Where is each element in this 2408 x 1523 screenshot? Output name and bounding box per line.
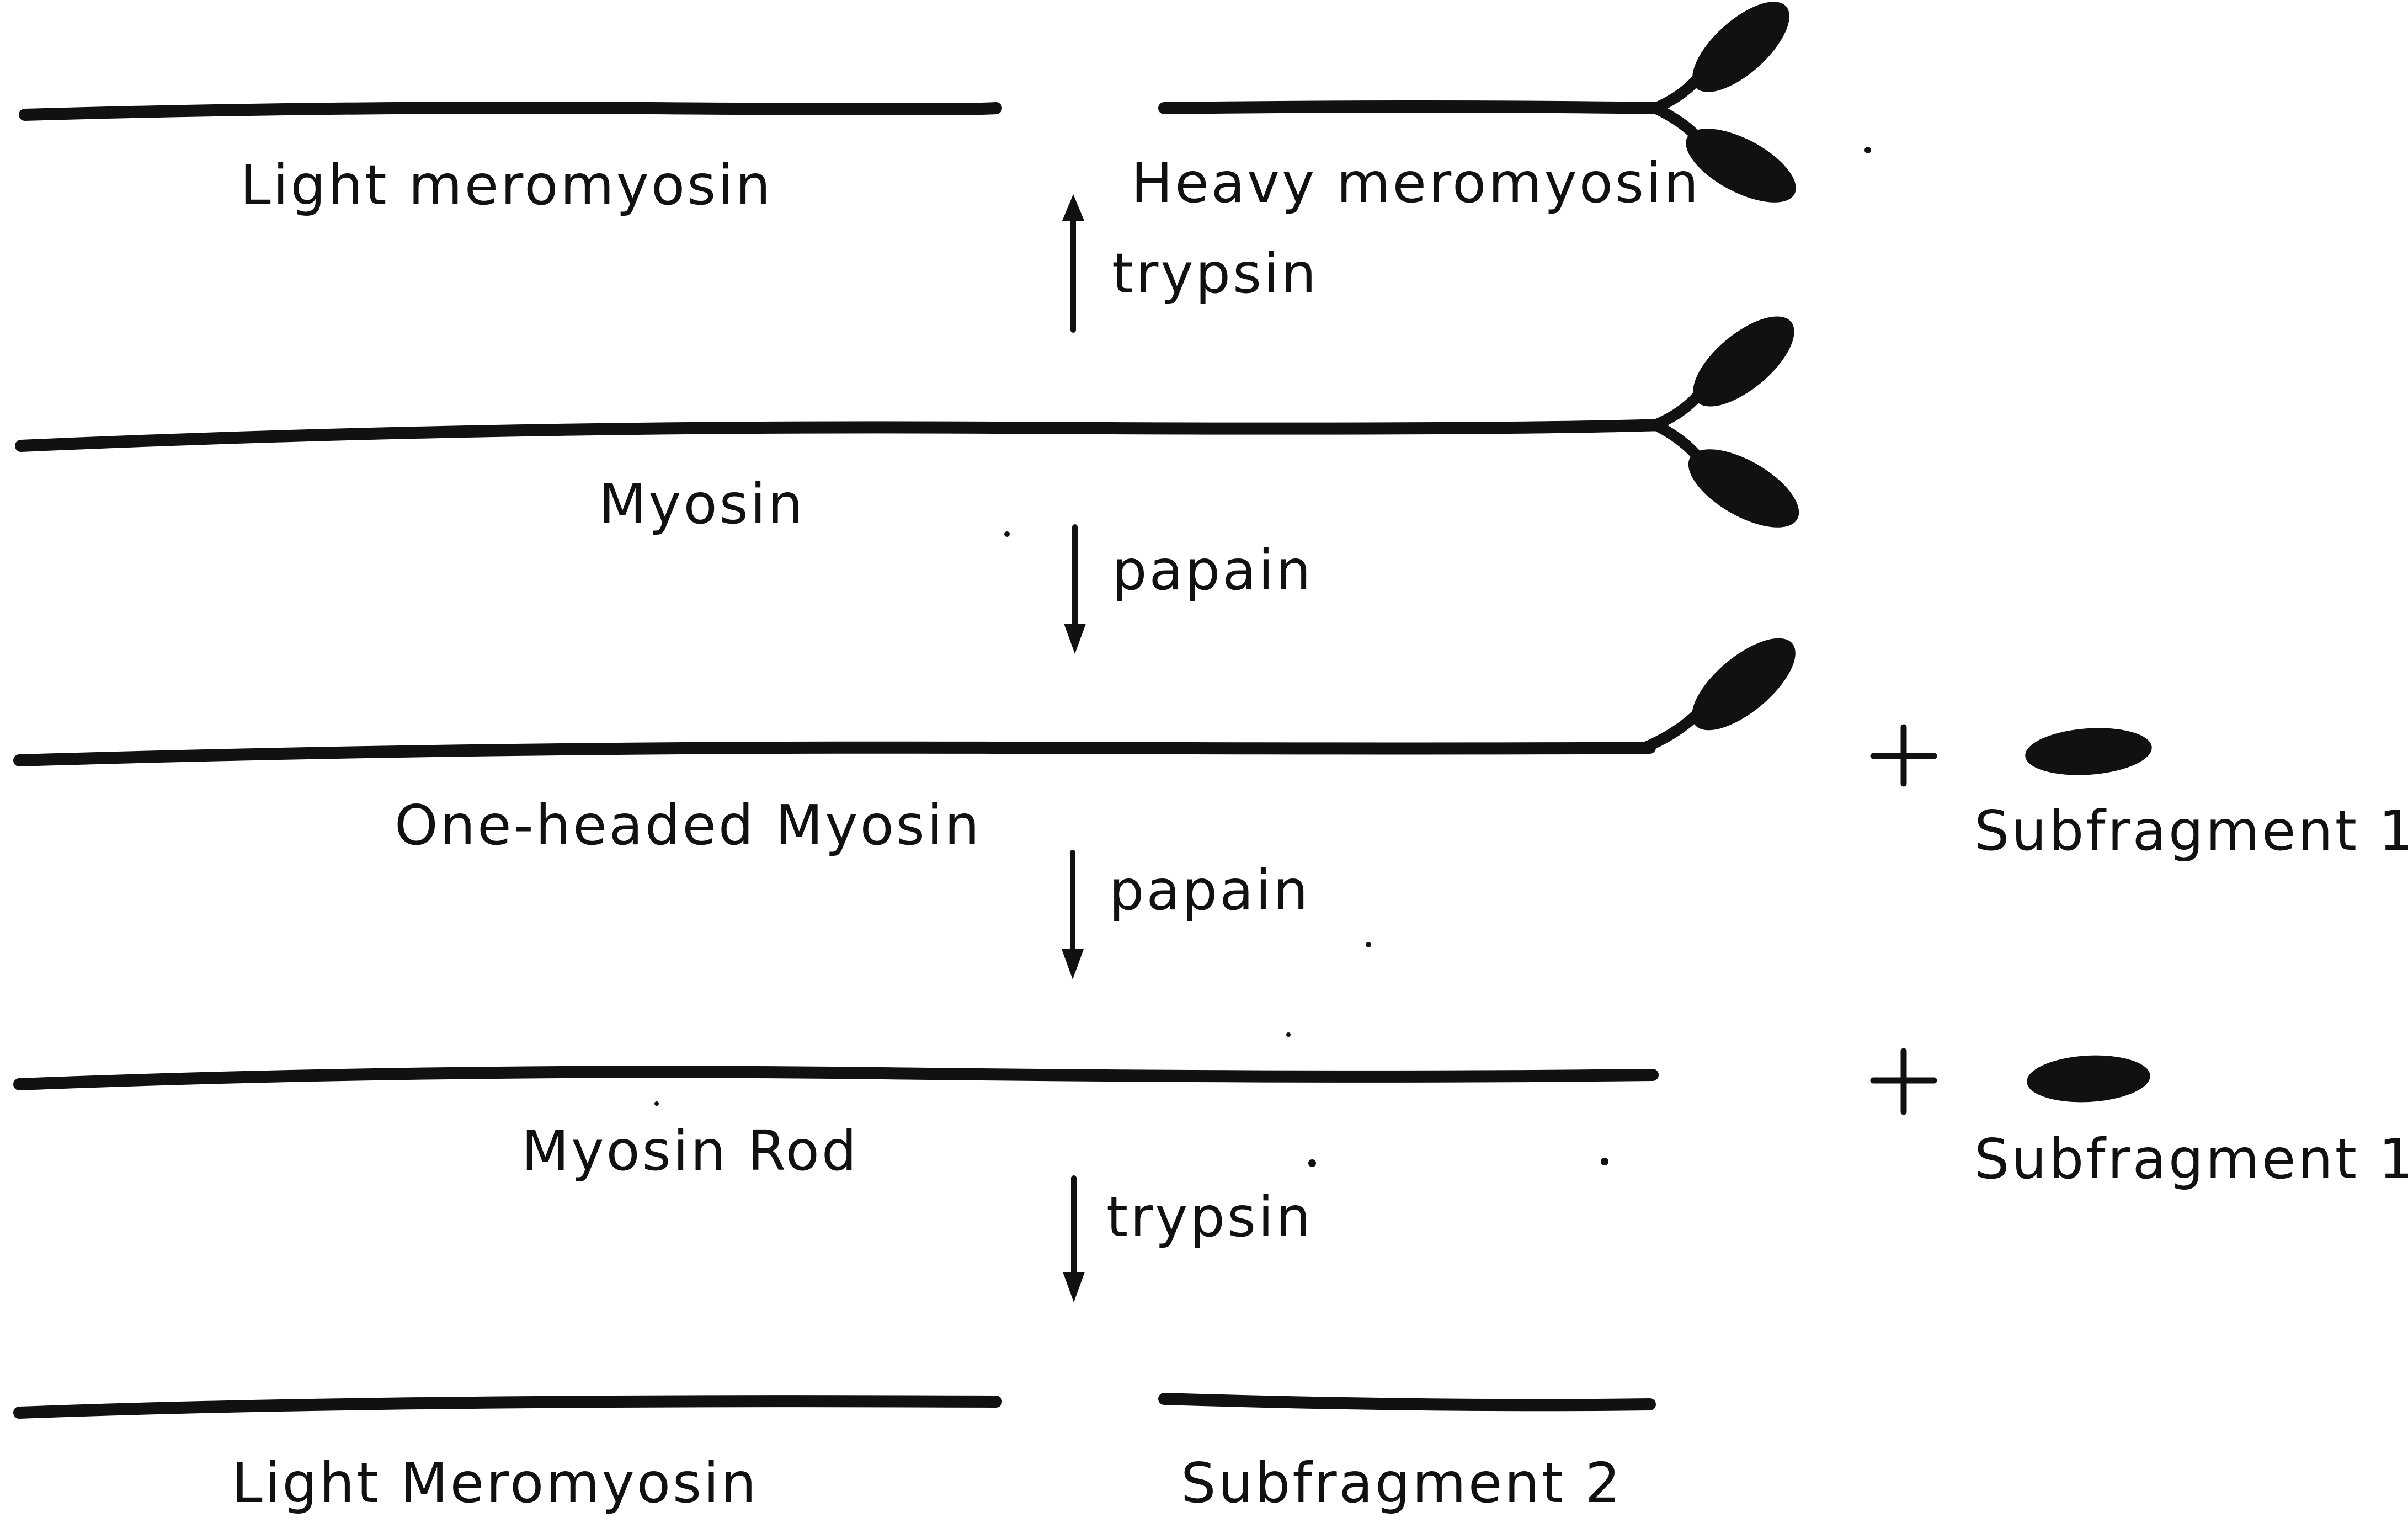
row-one-headed-myosin: One-headed Myosin Subfragment 1 bbox=[19, 622, 2408, 863]
subfragment-2-label: Subfragment 2 bbox=[1181, 1451, 1622, 1515]
light-meromyosin-label: Light meromyosin bbox=[240, 153, 773, 217]
row-trypsin-products: Light meromyosin Heavy meromyosin bbox=[25, 0, 1807, 217]
light-meromyosin-rod bbox=[25, 108, 996, 115]
heavy-meromyosin-label: Heavy meromyosin bbox=[1131, 151, 1701, 215]
row-rod-trypsin-products: Light Meromyosin Subfragment 2 bbox=[19, 1399, 1650, 1515]
myosin-rod-label: Myosin Rod bbox=[521, 1119, 859, 1183]
heavy-meromyosin-rod bbox=[1164, 106, 1661, 108]
one-headed-myosin-neck bbox=[1644, 712, 1700, 748]
trypsin-label-1: trypsin bbox=[1112, 241, 1318, 306]
heavy-meromyosin-head-upper bbox=[1678, 0, 1804, 107]
plus-sign-1 bbox=[1873, 727, 1934, 784]
myosin-head-upper bbox=[1679, 301, 1809, 423]
trypsin-step-2: trypsin bbox=[1063, 1178, 1313, 1302]
subfragment-1-head-b bbox=[2026, 1052, 2151, 1105]
papain-label-2: papain bbox=[1109, 858, 1310, 923]
trypsin-label-2: trypsin bbox=[1106, 1185, 1313, 1249]
down-arrow-head-icon bbox=[1064, 624, 1086, 654]
down-arrow-head-icon bbox=[1062, 949, 1084, 979]
light-meromyosin-label-bottom: Light Meromyosin bbox=[232, 1451, 758, 1515]
plus-sign-2 bbox=[1873, 1051, 1934, 1112]
down-arrow-head-icon bbox=[1063, 1272, 1085, 1302]
up-arrow-head-icon bbox=[1062, 194, 1084, 221]
one-headed-myosin-label: One-headed Myosin bbox=[395, 793, 982, 858]
light-meromyosin-rod-bottom bbox=[19, 1401, 996, 1413]
subfragment-2-rod bbox=[1164, 1399, 1650, 1405]
papain-step-2: papain bbox=[1062, 853, 1310, 979]
row-myosin-rod: Myosin Rod Subfragment 1 bbox=[19, 1051, 2408, 1191]
one-headed-myosin-rod bbox=[19, 748, 1650, 760]
subfragment-1-label-b: Subfragment 1 bbox=[1974, 1127, 2408, 1191]
subfragment-1-label-a: Subfragment 1 bbox=[1974, 798, 2408, 863]
myosin-rod bbox=[21, 425, 1661, 446]
subfragment-1-head-a bbox=[2023, 724, 2153, 779]
myosin-rod-line bbox=[19, 1072, 1653, 1085]
row-myosin: Myosin bbox=[21, 301, 1811, 544]
myosin-label: Myosin bbox=[599, 472, 805, 536]
one-headed-myosin-head bbox=[1677, 622, 1810, 746]
papain-step-1: papain bbox=[1064, 527, 1313, 654]
papain-label-1: papain bbox=[1112, 538, 1313, 603]
